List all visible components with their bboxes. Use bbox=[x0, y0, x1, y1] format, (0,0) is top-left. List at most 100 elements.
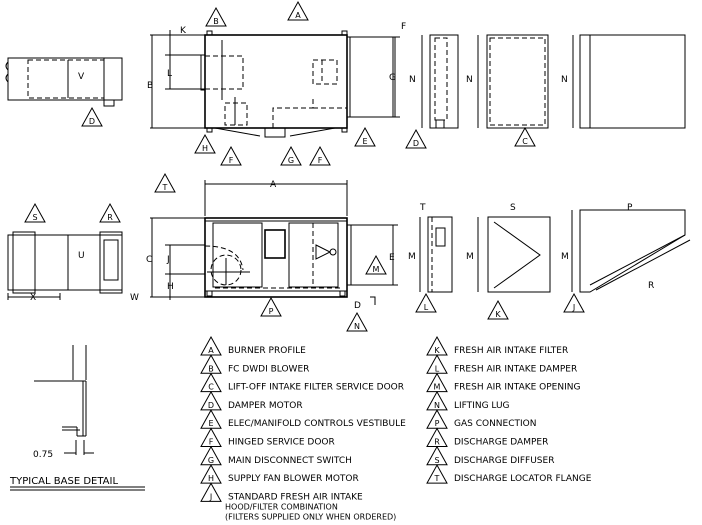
legend-item-text: MAIN DISCONNECT SWITCH bbox=[228, 456, 352, 466]
callout-marker: L bbox=[415, 292, 437, 313]
callout-letter: F bbox=[229, 156, 234, 165]
callout-letter: S bbox=[32, 213, 37, 222]
callout-letter: D bbox=[208, 401, 214, 410]
callout-marker: D bbox=[405, 128, 427, 149]
callout-letter: P bbox=[269, 307, 274, 316]
callout-letter: K bbox=[495, 310, 501, 319]
dimension-label: M bbox=[466, 252, 474, 262]
dimension-label: W bbox=[130, 293, 139, 303]
top-plan-view bbox=[150, 30, 400, 138]
legend-item-text: STANDARD FRESH AIR INTAKE bbox=[228, 492, 363, 502]
legend: A BURNER PROFILE B FC DWDI BLOWER C LIFT-OFF … bbox=[200, 335, 592, 521]
legend-marker: H bbox=[200, 464, 222, 484]
end-view-diffuser bbox=[7, 231, 123, 300]
legend-item-text: (FILTERS SUPPLIED ONLY WHEN ORDERED) bbox=[225, 512, 396, 521]
triangle-marker-icon bbox=[426, 464, 448, 484]
dimension-label: G bbox=[389, 73, 396, 83]
dimension-label: T bbox=[419, 203, 426, 213]
dimension-label: R bbox=[648, 281, 654, 291]
triangle-marker-icon bbox=[514, 126, 536, 147]
dimension-label: A bbox=[270, 180, 277, 190]
triangle-marker-icon bbox=[194, 133, 216, 154]
legend-marker: B bbox=[200, 354, 222, 374]
dimension-label: H bbox=[167, 282, 174, 292]
dimension-label: P bbox=[627, 203, 633, 213]
legend-item-text: DISCHARGE DAMPER bbox=[454, 438, 548, 448]
callout-letter: F bbox=[209, 438, 214, 447]
callout-letter: A bbox=[208, 346, 214, 355]
callout-letter: E bbox=[208, 419, 213, 428]
accessory-side-views bbox=[419, 209, 691, 293]
dimension-label: E bbox=[389, 253, 395, 263]
dimension-label: X bbox=[30, 293, 36, 303]
legend-marker: F bbox=[200, 427, 222, 447]
callout-letter: J bbox=[572, 303, 575, 312]
typical-base-detail: 0.75 TYPICAL BASE DETAIL bbox=[9, 345, 145, 491]
callout-letter: L bbox=[424, 303, 429, 312]
legend-item-text: HOOD/FILTER COMBINATION bbox=[225, 502, 338, 511]
triangle-marker-icon bbox=[24, 202, 46, 223]
dimension-label: N bbox=[409, 75, 416, 85]
callout-marker: M bbox=[365, 254, 387, 275]
callout-marker: B bbox=[205, 6, 227, 27]
callout-marker: H bbox=[194, 133, 216, 154]
triangle-marker-icon bbox=[220, 145, 242, 166]
triangle-marker-icon bbox=[200, 482, 222, 502]
callout-letter: A bbox=[295, 11, 301, 20]
triangle-marker-icon bbox=[563, 292, 585, 313]
dimension-label: F bbox=[401, 22, 406, 32]
legend-item-text: LIFTING LUG bbox=[454, 401, 510, 411]
triangle-marker-icon bbox=[99, 202, 121, 223]
dimension-label: N bbox=[561, 75, 568, 85]
callout-letter: J bbox=[209, 492, 212, 501]
callout-marker: E bbox=[354, 126, 376, 147]
dimension-label: M bbox=[408, 252, 416, 262]
callout-marker: S bbox=[24, 202, 46, 223]
legend-marker: G bbox=[200, 445, 222, 466]
legend-marker: R bbox=[426, 427, 448, 447]
callout-letter: R bbox=[107, 213, 113, 222]
callout-letter: N bbox=[354, 322, 360, 331]
dimension-label: K bbox=[180, 26, 187, 36]
top-left-hood-view bbox=[5, 57, 123, 107]
callout-letter: C bbox=[208, 383, 214, 392]
dimension-label: D bbox=[354, 301, 361, 311]
callout-letter: C bbox=[522, 137, 528, 146]
callout-letter: D bbox=[413, 139, 419, 148]
dimension-label: L bbox=[167, 69, 172, 79]
dimension-label: C bbox=[146, 255, 152, 265]
legend-item-text: LIFT-OFF INTAKE FILTER SERVICE DOOR bbox=[228, 383, 404, 393]
legend-item-text: ELEC/MANIFOLD CONTROLS VESTIBULE bbox=[228, 419, 406, 429]
dimension-label: V bbox=[78, 72, 85, 82]
callout-marker: C bbox=[514, 126, 536, 147]
callout-letter: T bbox=[434, 474, 440, 483]
legend-marker: E bbox=[200, 409, 222, 429]
legend-marker: L bbox=[426, 354, 448, 374]
callout-letter: K bbox=[434, 346, 440, 355]
legend-marker: T bbox=[426, 464, 448, 484]
dimension-label: B bbox=[147, 81, 153, 91]
callout-letter: G bbox=[288, 156, 294, 165]
dimension-label: S bbox=[510, 203, 516, 213]
base-detail-dimension: 0.75 bbox=[33, 450, 53, 460]
top-right-views bbox=[421, 34, 686, 129]
callout-letter: B bbox=[213, 17, 219, 26]
callout-letter: N bbox=[434, 401, 440, 410]
legend-item-text: FRESH AIR INTAKE FILTER bbox=[454, 346, 568, 356]
callout-marker: F bbox=[220, 145, 242, 166]
legend-item-text: BURNER PROFILE bbox=[228, 346, 306, 356]
callout-letter: T bbox=[162, 183, 168, 192]
legend-item-text: FC DWDI BLOWER bbox=[228, 364, 309, 374]
legend-marker: K bbox=[426, 335, 448, 356]
legend-item-text: SUPPLY FAN BLOWER MOTOR bbox=[228, 474, 359, 484]
callout-letter: H bbox=[202, 144, 208, 153]
callout-letter: H bbox=[208, 474, 214, 483]
legend-marker: D bbox=[200, 390, 222, 411]
legend-item-text: DAMPER MOTOR bbox=[228, 401, 303, 411]
callout-letter: B bbox=[208, 364, 214, 373]
legend-item-text: FRESH AIR INTAKE OPENING bbox=[454, 383, 580, 393]
callout-marker: P bbox=[260, 296, 282, 317]
triangle-marker-icon bbox=[309, 145, 331, 166]
dimension-label: J bbox=[166, 255, 170, 265]
